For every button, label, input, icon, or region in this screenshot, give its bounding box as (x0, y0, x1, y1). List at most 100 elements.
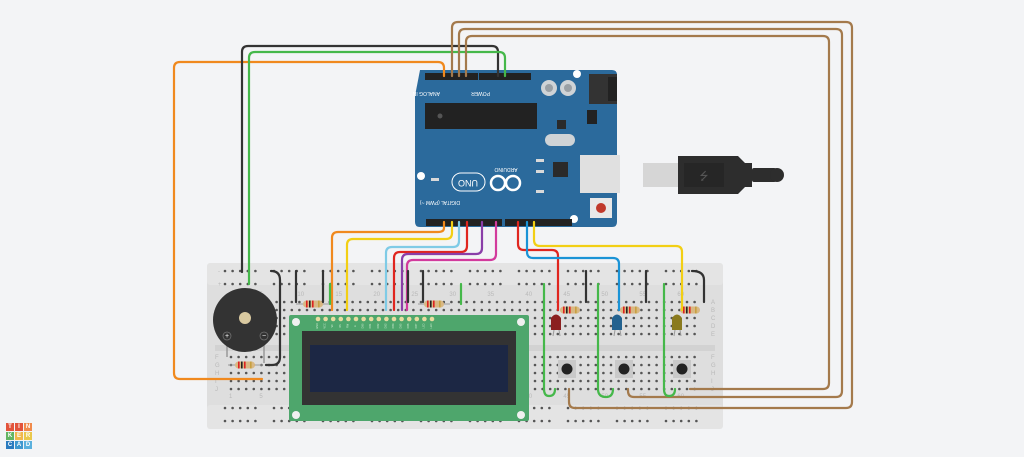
breadboard-hole[interactable] (609, 332, 613, 336)
breadboard-hole[interactable] (655, 308, 658, 312)
breadboard-hole[interactable] (237, 355, 240, 359)
rail-hole[interactable] (442, 269, 446, 273)
rail-hole[interactable] (672, 419, 675, 423)
rail-hole[interactable] (695, 282, 698, 286)
breadboard-hole[interactable] (571, 324, 575, 328)
breadboard-hole[interactable] (685, 316, 689, 320)
breadboard-hole[interactable] (548, 379, 552, 383)
breadboard-hole[interactable] (624, 324, 628, 328)
breadboard-hole[interactable] (632, 371, 636, 375)
rail-hole[interactable] (223, 282, 227, 286)
breadboard-hole[interactable] (389, 300, 392, 304)
breadboard-hole[interactable] (282, 355, 286, 359)
rail-hole[interactable] (589, 282, 593, 286)
lcd-pin[interactable] (323, 316, 328, 322)
jumper-green-btn3[interactable] (662, 282, 677, 398)
rail-hole[interactable] (434, 269, 438, 273)
breadboard-hole[interactable] (412, 308, 415, 312)
lcd-pin[interactable] (353, 316, 359, 322)
rail-hole[interactable] (231, 282, 234, 286)
breadboard-hole[interactable] (640, 355, 643, 359)
rail-hole[interactable] (272, 282, 276, 286)
breadboard-hole[interactable] (282, 387, 286, 391)
breadboard-hole[interactable] (579, 371, 582, 375)
breadboard-hole[interactable] (298, 300, 301, 304)
breadboard-hole[interactable] (579, 387, 582, 391)
breadboard-hole[interactable] (564, 355, 567, 359)
rail-hole[interactable] (254, 419, 257, 423)
breadboard-hole[interactable] (579, 355, 582, 359)
breadboard-hole[interactable] (267, 355, 271, 359)
breadboard-hole[interactable] (594, 324, 598, 328)
breadboard-hole[interactable] (624, 379, 628, 383)
breadboard-hole[interactable] (571, 379, 575, 383)
rail-hole[interactable] (254, 269, 257, 273)
breadboard-hole[interactable] (647, 300, 651, 304)
breadboard-hole[interactable] (670, 300, 674, 304)
rail-hole[interactable] (352, 269, 355, 273)
lcd-pin[interactable] (315, 316, 321, 322)
rail-hole[interactable] (419, 269, 423, 273)
rail-hole[interactable] (483, 269, 487, 273)
rail-hole[interactable] (638, 419, 642, 423)
rail-hole[interactable] (615, 419, 619, 423)
arduino-uno[interactable]: UNO ARDUINO ANALOG IN POWER DIGITAL (PWM… (412, 70, 620, 227)
rail-hole[interactable] (254, 282, 257, 286)
breadboard-hole[interactable] (564, 379, 567, 383)
rail-hole[interactable] (223, 419, 227, 423)
breadboard-hole[interactable] (693, 324, 696, 328)
digital-header-high[interactable] (505, 219, 572, 226)
breadboard-hole[interactable] (282, 316, 286, 320)
rail-hole[interactable] (623, 282, 626, 286)
breadboard-hole[interactable] (564, 316, 567, 320)
rail-hole[interactable] (246, 406, 250, 410)
rail-hole[interactable] (581, 282, 585, 286)
lcd-pin[interactable] (414, 316, 420, 322)
resistor[interactable] (680, 306, 700, 314)
breadboard-hole[interactable] (564, 387, 567, 391)
breadboard-hole[interactable] (685, 300, 689, 304)
breadboard-hole[interactable] (237, 371, 240, 375)
breadboard-hole[interactable] (290, 308, 294, 312)
rail-hole[interactable] (548, 282, 551, 286)
breadboard-hole[interactable] (358, 308, 362, 312)
breadboard-hole[interactable] (366, 300, 370, 304)
rail-hole[interactable] (532, 269, 536, 273)
breadboard-hole[interactable] (609, 324, 613, 328)
breadboard-hole[interactable] (647, 324, 651, 328)
rail-hole[interactable] (574, 269, 577, 273)
breadboard-hole[interactable] (594, 308, 598, 312)
rail-hole[interactable] (450, 269, 453, 273)
breadboard-hole[interactable] (594, 300, 598, 304)
rail-hole[interactable] (581, 269, 585, 273)
breadboard-hole[interactable] (632, 316, 636, 320)
breadboard-hole[interactable] (670, 387, 674, 391)
breadboard-hole[interactable] (229, 355, 233, 359)
jumper-black-right[interactable] (690, 269, 706, 304)
breadboard-hole[interactable] (685, 332, 689, 336)
lcd-pin[interactable] (422, 316, 427, 322)
breadboard-hole[interactable] (548, 387, 552, 391)
breadboard-hole[interactable] (617, 379, 620, 383)
breadboard-hole[interactable] (632, 379, 636, 383)
rail-hole[interactable] (525, 282, 528, 286)
breadboard-hole[interactable] (632, 363, 636, 367)
rail-hole[interactable] (378, 269, 381, 273)
rail-hole[interactable] (672, 282, 675, 286)
breadboard-hole[interactable] (465, 300, 468, 304)
rail-hole[interactable] (623, 419, 626, 423)
wire-brown-a2[interactable] (450, 20, 854, 410)
breadboard-hole[interactable] (655, 363, 658, 367)
breadboard-hole[interactable] (305, 308, 309, 312)
yellow-led[interactable] (672, 314, 682, 337)
breadboard-hole[interactable] (640, 387, 643, 391)
breadboard-hole[interactable] (275, 332, 278, 336)
breadboard-hole[interactable] (693, 300, 696, 304)
breadboard-hole[interactable] (450, 308, 453, 312)
rail-hole[interactable] (272, 406, 276, 410)
rail-hole[interactable] (517, 282, 521, 286)
breadboard-hole[interactable] (351, 308, 354, 312)
breadboard-hole[interactable] (267, 371, 271, 375)
breadboard-hole[interactable] (548, 371, 552, 375)
